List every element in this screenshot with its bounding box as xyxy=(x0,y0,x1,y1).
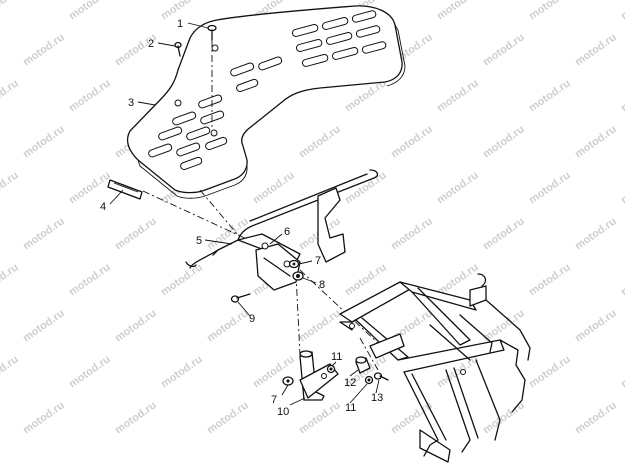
callout-3: 3 xyxy=(128,97,134,109)
watermark-text: motod.ru xyxy=(297,399,343,436)
watermark-text: motod.ru xyxy=(0,77,21,114)
watermark-text: motod.ru xyxy=(527,353,573,390)
watermark-text: motod.ru xyxy=(481,123,527,160)
washer-7-upper xyxy=(288,259,300,269)
nut-8 xyxy=(292,271,304,281)
callout-7-lower: 7 xyxy=(271,394,277,406)
watermark-text: motod.ru xyxy=(527,169,573,206)
watermark-text: motod.ru xyxy=(573,399,619,436)
watermark-text: motod.ru xyxy=(527,77,573,114)
rack-support-bracket xyxy=(185,169,379,291)
callout-11-lower: 11 xyxy=(345,402,356,414)
watermark-text: motod.ru xyxy=(619,77,625,114)
callout-8: 8 xyxy=(319,279,325,291)
watermark-text: motod.ru xyxy=(619,261,625,298)
watermark-text: motod.ru xyxy=(159,353,205,390)
watermark-text: motod.ru xyxy=(619,353,625,390)
watermark-text: motod.ru xyxy=(527,261,573,298)
callout-7-upper: 7 xyxy=(315,255,321,267)
watermark-text: motod.ru xyxy=(67,0,113,22)
watermark-text: motod.ru xyxy=(21,31,67,68)
washer-11-lower xyxy=(364,375,374,385)
spacer-12 xyxy=(355,356,371,374)
callout-10: 10 xyxy=(277,406,289,418)
watermark-text: motod.ru xyxy=(435,353,481,390)
watermark-text: motod.ru xyxy=(0,169,21,206)
watermark-text: motod.ru xyxy=(113,399,159,436)
watermark-text: motod.ru xyxy=(113,307,159,344)
watermark-text: motod.ru xyxy=(389,123,435,160)
watermark-text: motod.ru xyxy=(113,215,159,252)
callout-6: 6 xyxy=(284,226,290,238)
callout-12: 12 xyxy=(344,377,356,389)
callout-2: 2 xyxy=(148,38,154,50)
watermark-text: motod.ru xyxy=(0,261,21,298)
watermark-text: motod.ru xyxy=(21,215,67,252)
reflector-plate xyxy=(107,179,143,200)
watermark-text: motod.ru xyxy=(435,169,481,206)
watermark-text: motod.ru xyxy=(481,215,527,252)
callout-4: 4 xyxy=(100,201,106,213)
watermark-text: motod.ru xyxy=(0,353,21,390)
washer-7-lower xyxy=(282,376,294,386)
callout-labels: 1 2 3 4 5 6 7 8 9 7 10 11 12 11 13 xyxy=(100,18,383,418)
watermark-text: motod.ru xyxy=(0,0,21,22)
watermark-text: motod.ru xyxy=(21,399,67,436)
watermark-text: motod.ru xyxy=(205,399,251,436)
watermark-text: motod.ru xyxy=(297,307,343,344)
watermark-text: motod.ru xyxy=(619,169,625,206)
leader-lines xyxy=(109,22,380,406)
watermark-text: motod.ru xyxy=(251,169,297,206)
watermark-text: motod.ru xyxy=(297,123,343,160)
watermark-text: motod.ru xyxy=(389,215,435,252)
watermark-text: motod.ru xyxy=(573,123,619,160)
support-post xyxy=(299,350,339,401)
watermark-text: motod.ru xyxy=(205,307,251,344)
watermark-text: motod.ru xyxy=(67,353,113,390)
watermark-text: motod.ru xyxy=(619,0,625,22)
watermark-text: motod.ru xyxy=(481,399,527,436)
watermark-text: motod.ru xyxy=(573,31,619,68)
bolt-9 xyxy=(230,293,251,303)
watermark-text: motod.ru xyxy=(205,215,251,252)
watermark-text: motod.ru xyxy=(67,261,113,298)
watermark-text: motod.ru xyxy=(435,77,481,114)
vehicle-frame xyxy=(339,273,531,463)
callout-9: 9 xyxy=(249,313,255,325)
callout-1: 1 xyxy=(177,18,183,30)
watermark-text: motod.ru xyxy=(67,77,113,114)
watermark-text: motod.ru xyxy=(481,31,527,68)
washer-11-upper xyxy=(326,364,336,374)
bolt-2 xyxy=(174,41,182,57)
callout-11-upper: 11 xyxy=(331,351,342,363)
watermark-text: motod.ru xyxy=(527,0,573,22)
bolt-13 xyxy=(373,372,389,381)
rear-rack-plate xyxy=(127,5,406,199)
watermark-text: motod.ru xyxy=(573,215,619,252)
watermark-text: motod.ru xyxy=(21,307,67,344)
watermark-text: motod.ru xyxy=(21,123,67,160)
callout-5: 5 xyxy=(196,235,202,247)
watermark-text: motod.ru xyxy=(159,261,205,298)
callout-13: 13 xyxy=(371,392,383,404)
watermark-text: motod.ru xyxy=(435,0,481,22)
watermark-text: motod.ru xyxy=(573,307,619,344)
